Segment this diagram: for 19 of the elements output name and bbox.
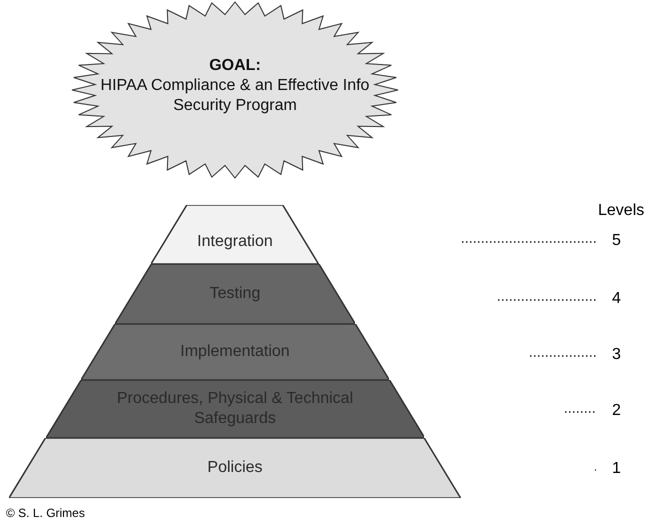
pyramid-level — [46, 380, 424, 438]
level-number: 1 — [612, 460, 621, 478]
level-title: Testing — [208, 284, 262, 304]
pyramid-level — [114, 264, 356, 324]
goal-heading: GOAL: — [208, 56, 262, 76]
copyright-note: © S. L. Grimes — [6, 506, 85, 520]
level-number: 4 — [612, 290, 621, 308]
goal-starburst — [70, 0, 400, 180]
level-number: 3 — [612, 346, 621, 364]
level-number: 5 — [612, 232, 621, 250]
level-number: 2 — [612, 402, 621, 420]
level-title: Integration — [196, 232, 274, 252]
level-title: Policies — [206, 458, 264, 478]
column-heading: Levels — [598, 202, 644, 220]
goal-text: HIPAA Compliance & an Effective Info Security Program — [100, 76, 370, 116]
pyramid-level — [9, 438, 461, 498]
pyramid-level — [80, 324, 390, 380]
level-title: Implementation — [179, 342, 291, 362]
pyramid-level — [151, 205, 319, 264]
